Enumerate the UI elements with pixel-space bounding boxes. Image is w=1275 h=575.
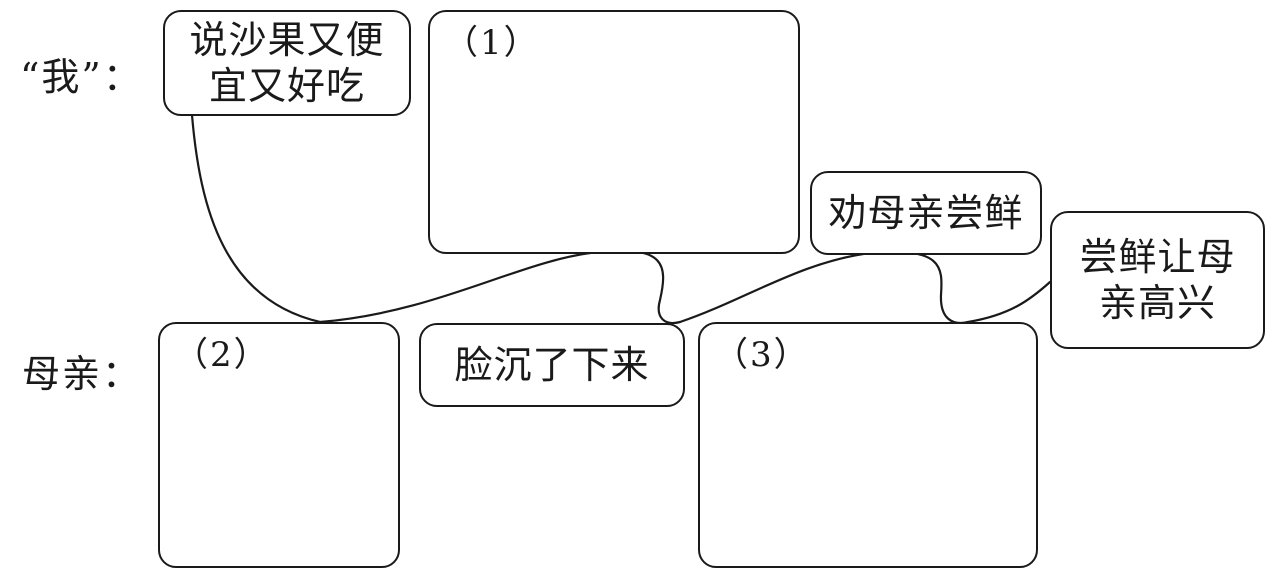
box-taste-makes-happy: 尝鲜让母亲高兴: [1050, 211, 1265, 349]
connector-blank3-to-taste: [966, 280, 1052, 324]
blank-box-3[interactable]: （3）: [698, 322, 1038, 568]
box-urge-text: 劝母亲尝鲜: [828, 191, 1024, 235]
row-label-mother: 母亲：: [22, 352, 143, 396]
connector-blank2-to-blank1: [318, 250, 600, 324]
box-face-darkened: 脸沉了下来: [419, 323, 685, 407]
box-face-text: 脸沉了下来: [454, 343, 650, 387]
connector-face-down-to-urge: [678, 251, 872, 324]
blank-box-2[interactable]: （2）: [158, 322, 400, 568]
connector-claim-to-blank2: [190, 113, 322, 324]
box-urge-mother: 劝母亲尝鲜: [810, 171, 1042, 255]
box-taste-text: 尝鲜让母亲高兴: [1079, 235, 1236, 325]
connector-urge-to-blank3: [868, 250, 970, 325]
blank-box-1[interactable]: （1）: [428, 10, 800, 254]
blank-1-number: （1）: [444, 23, 540, 63]
box-claim-cheap-tasty: 说沙果又便宜又好吃: [163, 10, 411, 116]
blank-3-number: （3）: [714, 335, 810, 375]
box-claim-text: 说沙果又便宜又好吃: [189, 18, 385, 108]
blank-2-number: （2）: [174, 335, 270, 375]
row-label-me: “我”：: [20, 55, 143, 99]
connector-blank1-to-face-down: [596, 249, 682, 325]
